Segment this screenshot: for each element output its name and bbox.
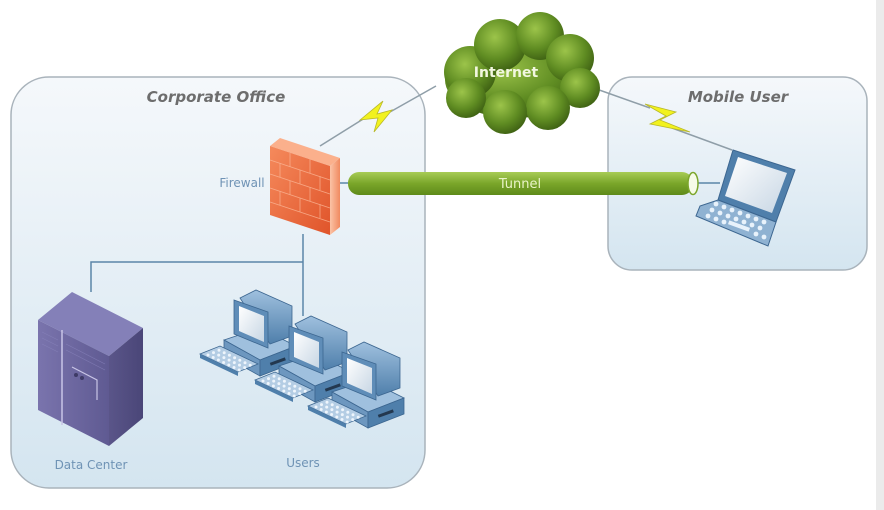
keyboard <box>307 397 367 428</box>
desktop-computer <box>278 315 352 403</box>
vpn-tunnel[interactable]: Tunnel <box>348 171 699 196</box>
wan-link-firewall-internet <box>319 85 437 147</box>
lan-link-data-center <box>90 261 303 292</box>
firewall-node[interactable]: Firewall <box>219 138 340 235</box>
tunnel-label: Tunnel <box>498 177 541 192</box>
monitor-screen <box>347 358 372 394</box>
laptop-icon <box>695 149 796 247</box>
monitor-screen <box>239 306 264 342</box>
keyboard <box>254 371 314 402</box>
lightning-bolt-icon <box>358 100 394 133</box>
corporate-office-title: Corporate Office <box>147 88 286 106</box>
internet-label: Internet <box>474 65 539 81</box>
right-edge-strip <box>876 0 884 510</box>
firewall-label: Firewall <box>219 176 264 190</box>
mobile-user-title: Mobile User <box>688 88 790 106</box>
keyboard <box>199 345 259 376</box>
server-rack-icon <box>38 292 143 446</box>
users-label: Users <box>286 456 320 470</box>
users-node[interactable]: Users <box>199 289 405 470</box>
brick-firewall-icon <box>269 138 340 235</box>
desktop-computers-icon <box>199 289 405 429</box>
monitor-screen <box>294 332 319 368</box>
data-center-label: Data Center <box>55 458 128 472</box>
laptop-node[interactable] <box>695 149 796 247</box>
lightning-bolt-icon <box>644 103 691 133</box>
data-center-node[interactable]: Data Center <box>38 292 143 472</box>
cloud-icon <box>444 12 600 134</box>
internet-cloud[interactable]: Internet <box>444 12 600 134</box>
desktop-computer <box>223 289 297 377</box>
